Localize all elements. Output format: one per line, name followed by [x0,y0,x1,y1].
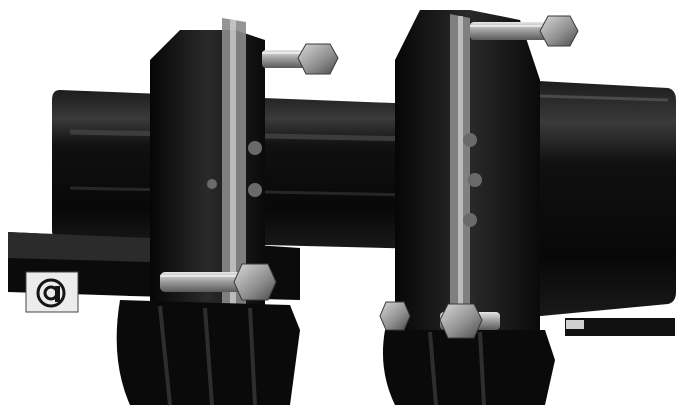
hub-tag [566,320,584,329]
logo-mark-icon [36,278,66,308]
nut-icon [297,43,339,75]
right-hub [520,80,676,336]
flange-bolt-heads [207,133,482,227]
lower-rings-right [382,330,555,406]
lower-rings-left [116,300,301,406]
nut-icon [539,15,579,47]
nut-icon [379,301,411,331]
nut-icon [233,263,277,301]
nut-icon [439,303,483,339]
